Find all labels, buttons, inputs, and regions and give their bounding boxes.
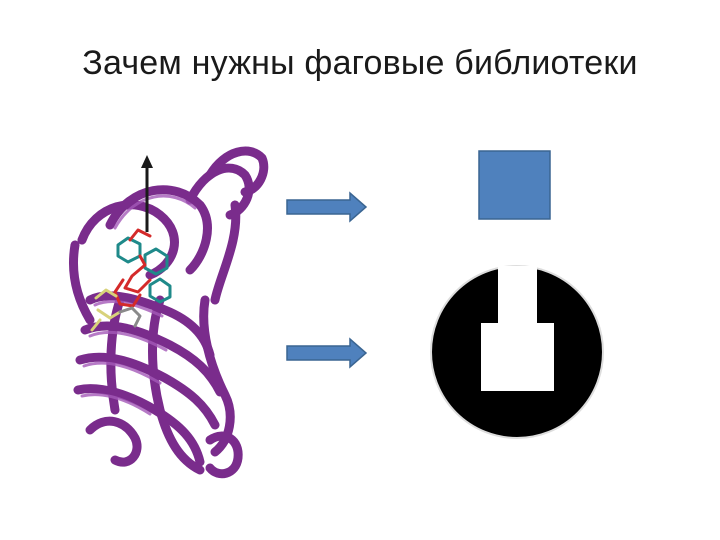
keyhole-disk-shape xyxy=(430,265,604,439)
right-arrow-icon xyxy=(286,337,368,369)
protein-structure-icon xyxy=(68,146,269,479)
right-arrow-icon xyxy=(286,191,368,223)
blue-square-shape xyxy=(478,150,551,220)
slide-title: Зачем нужны фаговые библиотеки xyxy=(82,44,638,82)
up-arrow-icon xyxy=(141,155,153,232)
